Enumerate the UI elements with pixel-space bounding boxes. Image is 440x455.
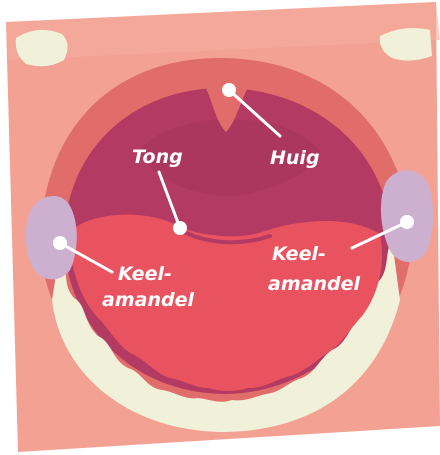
upper-tooth-left <box>16 30 68 66</box>
label-keel-right-2: amandel <box>268 273 360 295</box>
label-keel-left-2: amandel <box>102 289 194 311</box>
keel-right-dot <box>400 215 414 229</box>
label-keel-right-1: Keel- <box>272 243 326 265</box>
label-tong: Tong <box>132 146 183 168</box>
tonsil-left <box>26 196 77 279</box>
tong-dot <box>173 221 187 235</box>
label-huig: Huig <box>270 147 320 169</box>
keel-left-dot <box>53 236 67 250</box>
label-keel-left-1: Keel- <box>118 263 172 285</box>
huig-dot <box>222 83 236 97</box>
